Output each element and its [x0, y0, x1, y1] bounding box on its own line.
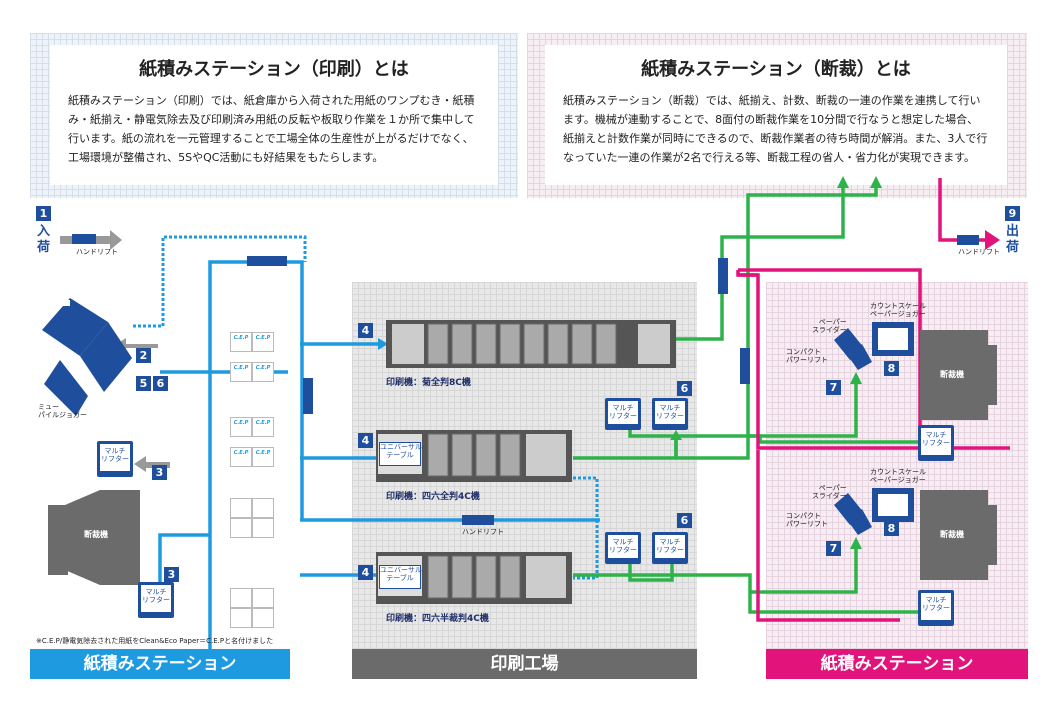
zone-label-center: 印刷工場 [352, 649, 697, 679]
press1-machine [386, 320, 676, 368]
compact-power-lift-label-upper: コンパクト パワーリフト [786, 348, 828, 364]
cutter-left-label: 断裁機 [84, 530, 108, 539]
step-8-badge-lower: 8 [884, 521, 899, 536]
count-scale-label-upper: カウントスケール ペーパージョガー [870, 302, 926, 318]
multi-lifter-label: マルチ リフター [921, 428, 951, 455]
multi-lifter-label: マルチ リフター [141, 585, 171, 612]
multi-lifter-label: マルチ リフター [655, 401, 685, 424]
multi-lifter-mid-3: マルチ リフター [605, 532, 641, 564]
cep-tile: C.E.P [230, 447, 252, 467]
info-body-printing: 紙積みステーション（印刷）では、紙倉庫から入荷された用紙のワンプむき・紙積み・紙… [68, 94, 475, 164]
cep-note: ※C.E.P/静電気除去された用紙をClean&Eco Paper＝C.E.Pと… [36, 637, 274, 645]
step-4-badge-1: 4 [358, 323, 373, 338]
step-4-badge-3: 4 [358, 565, 373, 580]
step-8-badge-upper: 8 [884, 361, 899, 376]
multi-lifter-right-lower: マルチ リフター [918, 590, 954, 626]
paper-tile [252, 608, 274, 628]
paper-slider-lower-icon [834, 493, 872, 535]
universal-table-2: ユニバーサル テーブル [379, 442, 422, 466]
step-6-badge-mid-upper: 6 [677, 381, 692, 396]
multi-lifter-label: マルチ リフター [100, 444, 130, 471]
paper-tile [230, 498, 252, 518]
cep-tile: C.E.P [252, 417, 274, 437]
info-body-cutting: 紙積みステーション（断裁）では、紙揃え、計数、断裁の一連の作業を連携して行います… [563, 94, 988, 164]
cutter-left-icon [48, 490, 140, 585]
paper-tile [252, 588, 274, 608]
step-9-badge: 9 [1005, 206, 1020, 221]
cutter-right-upper-icon [920, 330, 997, 420]
cep-tile: C.E.P [252, 447, 274, 467]
step-9-label: 出荷 [1005, 224, 1019, 255]
multi-lifter-mid-4: マルチ リフター [652, 532, 688, 564]
multi-lifter-mid-1: マルチ リフター [605, 398, 641, 430]
paper-tile [230, 608, 252, 628]
step-7-badge-upper: 7 [826, 380, 841, 395]
multi-lifter-label: マルチ リフター [608, 401, 638, 424]
paper-tile [230, 588, 252, 608]
universal-table-3: ユニバーサル テーブル [379, 565, 422, 589]
hand-lift-label-1: ハンドリフト [76, 248, 118, 256]
step-4-badge-2: 4 [358, 433, 373, 448]
green-flow-lines [573, 185, 918, 614]
cep-tile: C.E.P [230, 362, 252, 382]
cep-tile: C.E.P [252, 332, 274, 352]
paper-tile [252, 518, 274, 538]
step-7-badge-lower: 7 [826, 541, 841, 556]
arrow-to-press1 [378, 338, 388, 350]
info-box-cutting: 紙積みステーション（断裁）とは 紙積みステーション（断裁）では、紙揃え、計数、断… [545, 45, 1007, 185]
press2-label: 印刷機：四六全判4C機 [386, 492, 480, 502]
paper-tile [252, 498, 274, 518]
step-1-label: 入荷 [36, 224, 50, 255]
multi-lifter-label: マルチ リフター [655, 535, 685, 558]
multi-lifter-left-upper: マルチ リフター [97, 441, 133, 477]
zone-label-left: 紙積みステーション [30, 649, 290, 679]
press1-label: 印刷機：菊全判8C機 [386, 378, 471, 388]
count-scale-upper-icon [872, 322, 914, 356]
multi-lifter-label: マルチ リフター [921, 593, 951, 620]
step-5-badge: 5 [136, 376, 151, 391]
step-6-badge-mid-lower: 6 [677, 513, 692, 528]
hand-lift-label-2: ハンドリフト [462, 528, 504, 536]
paper-slider-upper-icon [834, 328, 872, 370]
step-2-badge: 2 [136, 348, 151, 363]
pile-jogger-label: ミュー パイルジョガー [38, 403, 87, 419]
info-title-printing: 紙積みステーション（印刷）とは [139, 59, 409, 80]
multi-lifter-label: マルチ リフター [608, 535, 638, 558]
blue-dotted-lines [133, 235, 599, 580]
cutter-right-upper-label: 断裁機 [940, 370, 964, 379]
magenta-arrowhead [985, 230, 1000, 250]
press3-label: 印刷機：四六半裁判4C機 [386, 614, 489, 624]
cutter-right-lower-icon [920, 490, 997, 580]
pile-jogger-icon [42, 298, 132, 416]
paper-slider-label-lower: ペーパー スライダー [812, 484, 847, 500]
zone-label-right: 紙積みステーション [766, 649, 1028, 679]
hand-lift-icons [72, 234, 979, 525]
step-3-badge-upper: 3 [152, 465, 167, 480]
paper-slider-label-upper: ペーパー スライダー [812, 318, 847, 334]
paper-tile [230, 518, 252, 538]
press3-machine [376, 552, 572, 604]
multi-lifter-right-upper: マルチ リフター [918, 425, 954, 461]
step-1-badge: 1 [36, 206, 51, 221]
cep-tile: C.E.P [252, 362, 274, 382]
hand-lift-label-3: ハンドリフト [958, 248, 1000, 256]
cutter-right-lower-label: 断裁機 [940, 530, 964, 539]
count-scale-label-lower: カウントスケール ペーパージョガー [870, 468, 926, 484]
compact-power-lift-label-lower: コンパクト パワーリフト [786, 512, 828, 528]
cep-tile: C.E.P [230, 417, 252, 437]
step-3-badge-lower: 3 [164, 567, 179, 582]
multi-lifter-left-lower: マルチ リフター [138, 582, 174, 618]
count-scale-lower-icon [872, 488, 914, 522]
info-box-printing: 紙積みステーション（印刷）とは 紙積みステーション（印刷）では、紙倉庫から入荷さ… [50, 45, 498, 185]
step-6-badge-left: 6 [153, 376, 168, 391]
multi-lifter-mid-2: マルチ リフター [652, 398, 688, 430]
info-title-cutting: 紙積みステーション（断裁）とは [641, 59, 911, 80]
cep-tile: C.E.P [230, 332, 252, 352]
